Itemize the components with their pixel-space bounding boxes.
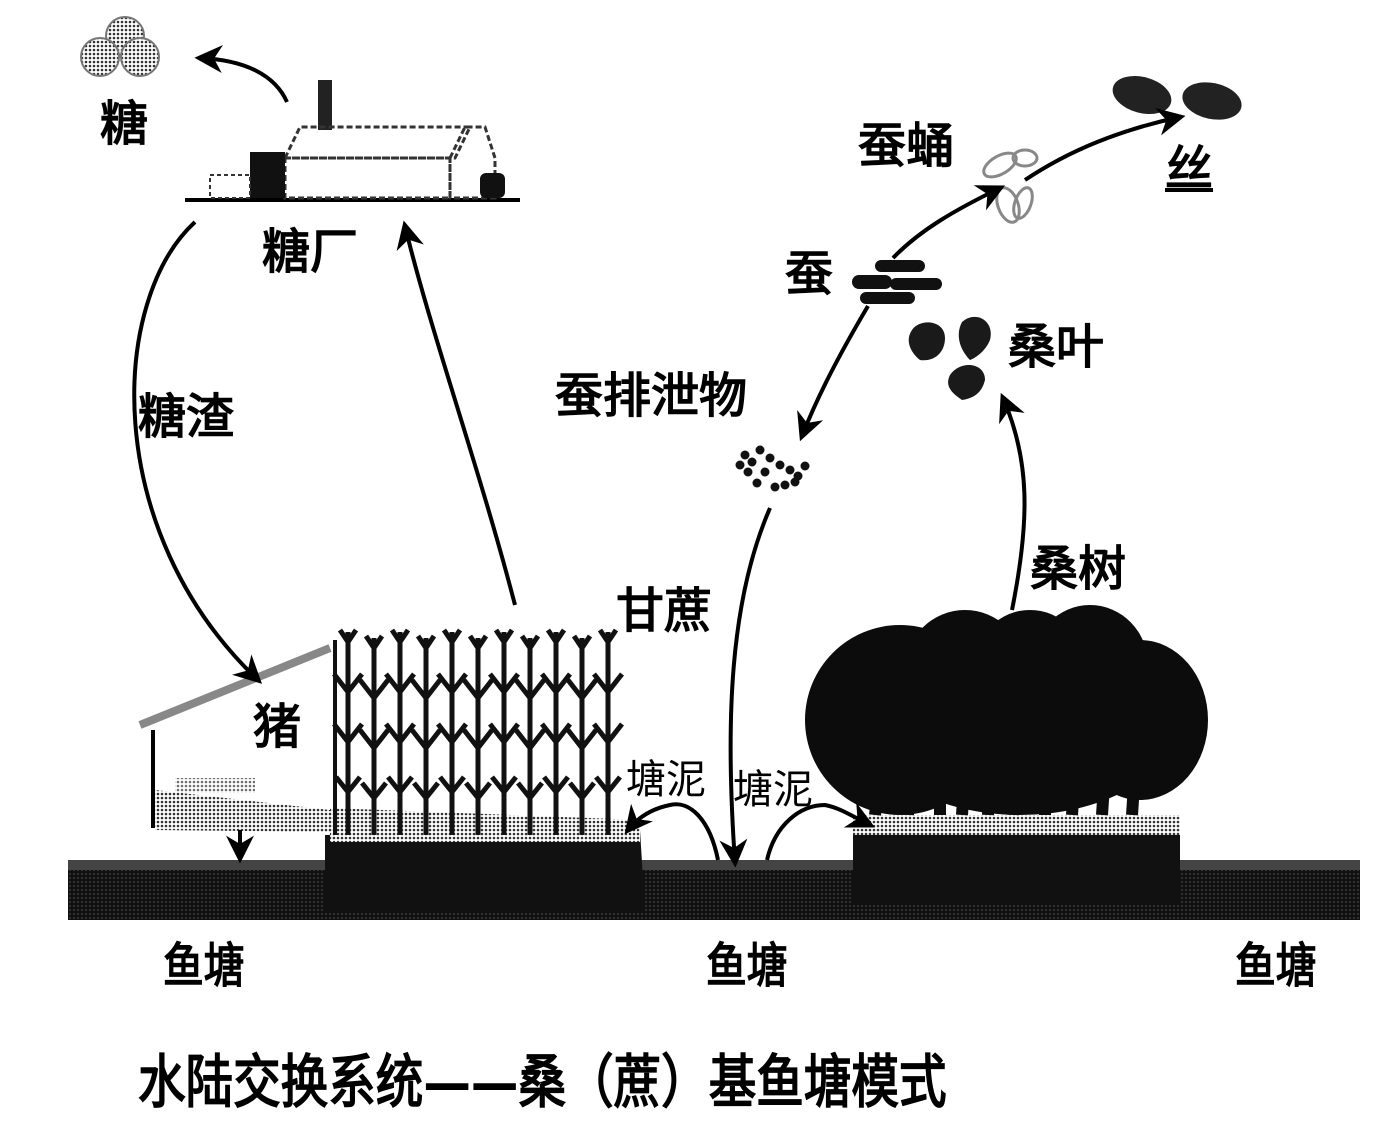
flow-arrows (132, 45, 1186, 868)
excrement-dot (770, 482, 780, 492)
arrow-silkworm-to-excrement (797, 304, 870, 442)
excrement-dot (755, 445, 765, 455)
excrement-dot (747, 457, 757, 467)
label-fish-pond-right: 鱼塘 (1235, 938, 1317, 994)
label-pig: 猪 (253, 699, 302, 755)
arrow-silkworm-to-pupa (891, 185, 1006, 260)
excrement-dot (765, 453, 775, 463)
excrement-dot (785, 465, 795, 475)
label-silkworm-excrement: 蚕排泄物 (555, 368, 748, 424)
silkworm-icon (852, 260, 942, 304)
sugarcane-plants-icon (332, 628, 624, 835)
silkworm-pupa-icon (982, 148, 1039, 224)
excrement-dot (752, 478, 762, 488)
sugarcane-stalk (566, 634, 598, 835)
arrow-tree-to-leaf (999, 392, 1027, 611)
diagram-title: 水陆交换系统——桑（蔗）基鱼塘模式 (138, 1048, 947, 1116)
sugarcane-stalk (436, 628, 468, 835)
excrement-dot (775, 460, 785, 470)
mulberry-leaf-icon (908, 316, 991, 400)
mulberry-trees-icon (805, 605, 1208, 816)
sugarcane-stalk (462, 634, 494, 835)
arrow-sugarcane-to-factory (396, 220, 517, 606)
label-sugar: 糖 (100, 96, 149, 152)
label-bagasse: 糖渣 (138, 389, 235, 445)
arrow-pond-mud-left (624, 802, 720, 861)
excrement-dot (735, 460, 745, 470)
label-pond-mud-left: 塘泥 (626, 757, 706, 803)
sugarcane-stalk (514, 634, 546, 835)
sugar-icon (80, 16, 160, 77)
excrement-dot (800, 461, 810, 471)
silk-cocoon-icon (1112, 75, 1242, 120)
sugarcane-stalk (540, 628, 572, 835)
pig-pen-icon (138, 644, 332, 832)
label-silkworm-pupa: 蚕蛹 (858, 118, 955, 174)
sugarcane-stalk (384, 628, 416, 835)
label-sugar-factory: 糖厂 (262, 224, 359, 280)
excrement-dot (740, 450, 750, 460)
sugarcane-stalk (332, 628, 364, 835)
excrement-dot (760, 467, 770, 477)
arrow-pupa-to-silk (1023, 108, 1186, 182)
label-silk: 丝 (1165, 141, 1214, 197)
label-fish-pond-left: 鱼塘 (163, 938, 245, 994)
silkworm-excrement-icon (735, 445, 810, 492)
sugarcane-stalk (592, 628, 624, 835)
sugar-factory-icon (185, 80, 520, 202)
label-mulberry-leaf: 桑叶 (1008, 319, 1105, 375)
arrow-pond-mud-right (765, 802, 876, 861)
sugarcane-dyke (325, 808, 645, 912)
label-silkworm: 蚕 (785, 246, 834, 302)
arrow-factory-to-sugar (194, 45, 289, 103)
label-fish-pond-middle: 鱼塘 (706, 938, 788, 994)
arrow-excrement-to-pond (719, 507, 772, 868)
label-pond-mud-right: 塘泥 (733, 767, 813, 813)
excrement-dot (790, 477, 800, 487)
mulberry-dyke (853, 815, 1180, 905)
sugarcane-stalk (410, 634, 442, 835)
excrement-dot (780, 480, 790, 490)
sugarcane-stalk (488, 628, 520, 835)
arrow-factory-to-pig (132, 220, 263, 684)
sugarcane-stalk (358, 634, 390, 835)
label-sugarcane: 甘蔗 (616, 583, 713, 639)
label-mulberry-tree: 桑树 (1030, 541, 1127, 597)
excrement-dot (743, 467, 753, 477)
